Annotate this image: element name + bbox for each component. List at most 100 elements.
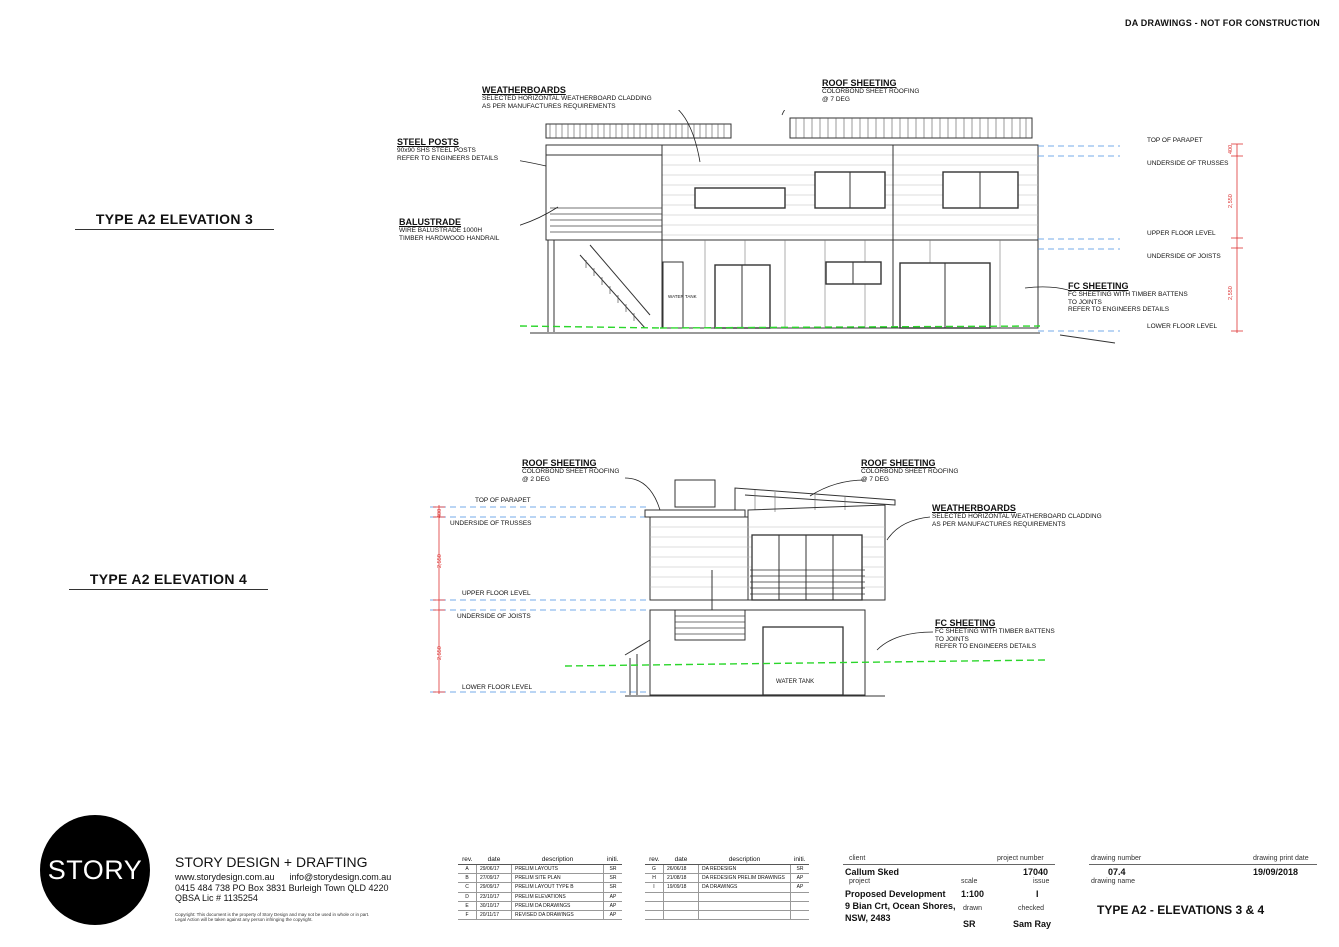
- elevation-4-dim-2550-lower: 2,550: [437, 646, 443, 660]
- note-line: AS PER MANUFACTURES REQUIREMENTS: [932, 520, 1066, 528]
- issue-label: issue: [1033, 878, 1050, 885]
- checked-value: Sam Ray: [1013, 919, 1052, 929]
- copyright-line: Copyright: This document is the property…: [175, 912, 370, 917]
- note-title: FC SHEETING: [1068, 281, 1129, 291]
- revision-initials: AP: [603, 901, 622, 911]
- rev-col: rev.: [645, 855, 664, 865]
- project-line-2: 9 Bian Crt, Ocean Shores,: [845, 901, 956, 911]
- note-title: STEEL POSTS: [397, 137, 459, 147]
- revision-initials: SR: [603, 882, 622, 893]
- note-line: REFER TO ENGINEERS DETAILS: [397, 154, 499, 162]
- note-line: WIRE BALUSTRADE 1000H: [399, 227, 483, 234]
- e3-note-fc-sheeting: FC SHEETING FC SHEETING WITH TIMBER BATT…: [1068, 281, 1188, 314]
- e3-note-weatherboards: WEATHERBOARDS SELECTED HORIZONTAL WEATHE…: [482, 85, 652, 110]
- client-name: Callum Sked: [845, 867, 900, 877]
- title-block-rule: [1089, 864, 1317, 865]
- drawing-number-label: drawing number: [1091, 855, 1142, 862]
- revision-id: E: [458, 901, 477, 911]
- revision-initials: AP: [790, 873, 809, 884]
- revision-id: [645, 892, 664, 902]
- title-block: client project number Callum Sked 17040 …: [843, 855, 1317, 935]
- revision-header-row: rev. date description initi.: [645, 855, 809, 865]
- issue-value: I: [1036, 889, 1039, 899]
- note-line: COLORBOND SHEET ROOFING: [822, 88, 920, 95]
- date-col: date: [663, 855, 699, 865]
- note-line: COLORBOND SHEET ROOFING: [861, 468, 959, 475]
- note-title: ROOF SHEETING: [822, 78, 897, 88]
- description-col: description: [698, 855, 791, 865]
- title-block-rule: [843, 864, 1055, 865]
- note-title: ROOF SHEETING: [861, 458, 936, 468]
- note-line: TO JOINTS: [935, 635, 969, 643]
- drawing-name-label: drawing name: [1091, 878, 1135, 885]
- scale-value: 1:100: [961, 889, 985, 899]
- revision-date: [663, 910, 699, 921]
- revision-description: DA REDESIGN: [698, 864, 791, 875]
- note-title: ROOF SHEETING: [522, 458, 597, 468]
- revision-id: F: [458, 910, 477, 921]
- date-col: date: [476, 855, 512, 865]
- elevation-4-tank-label: WATER TANK: [776, 679, 814, 685]
- revision-initials: AP: [790, 882, 809, 893]
- scale-label: scale: [961, 878, 978, 885]
- revision-initials: SR: [603, 864, 622, 875]
- note-line: FC SHEETING WITH TIMBER BATTENS: [1068, 291, 1188, 298]
- revision-id: B: [458, 873, 477, 884]
- revision-id: A: [458, 864, 477, 875]
- revision-id: H: [645, 873, 664, 884]
- revision-date: [663, 901, 699, 911]
- revision-id: D: [458, 892, 477, 902]
- elevation-4-dim-400: 400: [437, 509, 443, 518]
- initials-col: initi.: [603, 855, 622, 865]
- revision-description: [698, 901, 791, 911]
- e4-level-lower-floor: LOWER FLOOR LEVEL: [462, 684, 533, 691]
- note-line: TIMBER HARDWOOD HANDRAIL: [399, 234, 500, 242]
- e3-level-upper-floor: UPPER FLOOR LEVEL: [1147, 230, 1216, 237]
- revision-date: [663, 892, 699, 902]
- note-line: FC SHEETING WITH TIMBER BATTENS: [935, 628, 1055, 635]
- revision-description: PRELIM ELEVATIONS: [511, 892, 604, 902]
- revision-date: 23/10/17: [476, 892, 512, 902]
- revision-id: C: [458, 882, 477, 893]
- revision-id: [645, 910, 664, 921]
- revision-description: [698, 910, 791, 921]
- revision-date: 30/10/17: [476, 901, 512, 911]
- drawing-status: DA DRAWINGS - NOT FOR CONSTRUCTION: [1125, 18, 1320, 28]
- drawn-value: SR: [963, 919, 976, 929]
- revision-id: I: [645, 882, 664, 893]
- note-line: COLORBOND SHEET ROOFING: [522, 468, 620, 475]
- elevation-3-dim-2550-upper: 2,550: [1228, 194, 1234, 208]
- revision-date: 20/11/17: [476, 910, 512, 921]
- revision-initials: AP: [603, 892, 622, 902]
- note-line: SELECTED HORIZONTAL WEATHERBOARD CLADDIN…: [932, 513, 1102, 520]
- note-line: REFER TO ENGINEERS DETAILS: [935, 643, 1037, 650]
- note-line: 90x90 SHS STEEL POSTS: [397, 147, 476, 154]
- e3-level-underside-trusses: UNDERSIDE OF TRUSSES: [1147, 160, 1229, 167]
- e3-level-lower-floor: LOWER FLOOR LEVEL: [1147, 323, 1218, 330]
- revision-id: [645, 901, 664, 911]
- e4-note-weatherboards: WEATHERBOARDS SELECTED HORIZONTAL WEATHE…: [932, 503, 1102, 528]
- note-title: BALUSTRADE: [399, 217, 461, 227]
- company-logo: STORY: [40, 815, 150, 925]
- elevation-3-drawing: WATER TANK: [520, 110, 1120, 344]
- project-line-3: NSW, 2483: [845, 913, 891, 923]
- drawn-label: drawn: [963, 905, 983, 912]
- revision-initials: [790, 910, 809, 921]
- elevation-4-dim-2550-upper: 2,550: [437, 554, 443, 568]
- revision-initials: SR: [603, 873, 622, 884]
- revision-initials: SR: [790, 864, 809, 875]
- revision-description: DA DRAWINGS: [698, 882, 791, 893]
- elevation-3-tank-label: WATER TANK: [668, 294, 697, 299]
- company-contacts: www.storydesign.com.au info@storydesign.…: [175, 872, 391, 904]
- revision-description: PRELIM LAYOUTS: [511, 864, 604, 875]
- revision-header-row: rev. date description initi.: [458, 855, 622, 865]
